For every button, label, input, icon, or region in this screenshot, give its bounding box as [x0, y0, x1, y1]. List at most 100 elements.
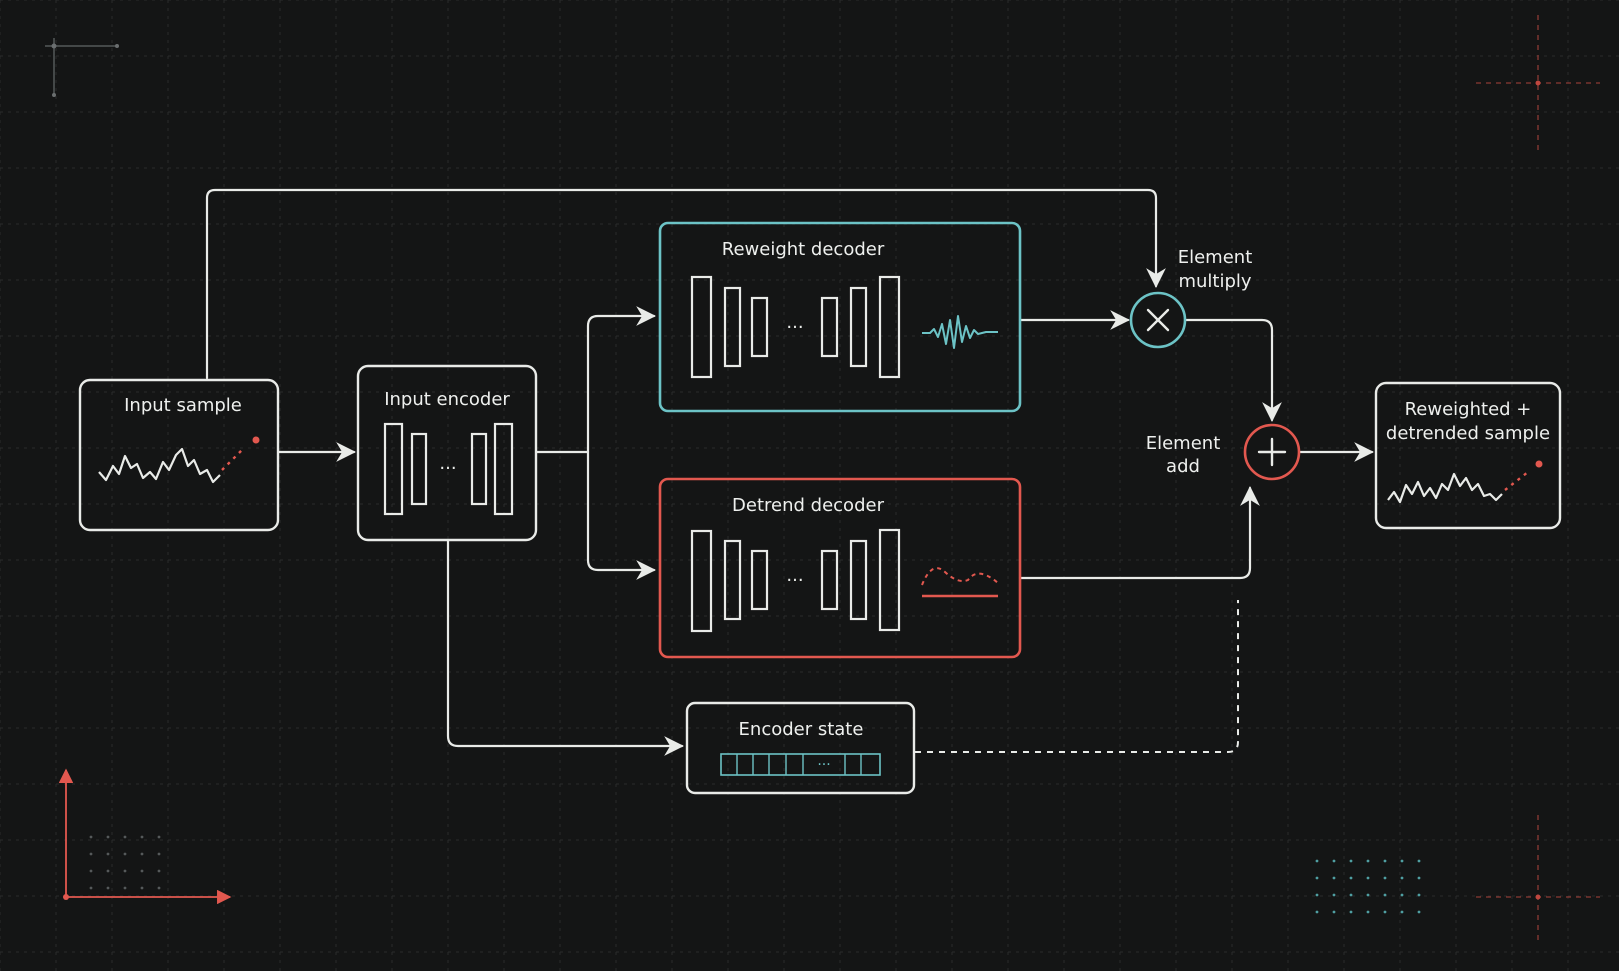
grid-dot: [89, 886, 93, 890]
detrend-decoder-node: Detrend decoder ···: [658, 477, 1022, 659]
svg-text:···: ···: [786, 317, 803, 338]
grid-dot: [1366, 893, 1370, 897]
grid-dot: [1417, 859, 1421, 863]
input-signal-icon: [98, 447, 221, 484]
grid-dot: [1400, 893, 1404, 897]
grid-dot: [123, 886, 127, 890]
corner-mark-top-right: [1476, 15, 1600, 155]
input-encoder-node: Input encoder ···: [356, 364, 538, 542]
plus-icon: [1257, 437, 1287, 467]
element-add-label-line1: Element: [1146, 433, 1221, 454]
encoder-state-label: Encoder state: [739, 719, 864, 740]
grid-dot: [157, 869, 161, 873]
input-encoder-label: Input encoder: [384, 389, 510, 410]
grid-dot: [1332, 893, 1336, 897]
grid-dot: [1383, 893, 1387, 897]
grid-dot: [1417, 876, 1421, 880]
grid-dot: [1366, 876, 1370, 880]
grid-dot: [89, 835, 93, 839]
grid-dot: [1400, 876, 1404, 880]
grid-dot: [1332, 876, 1336, 880]
output-signal-icon: [1387, 472, 1503, 504]
grid-dot: [157, 835, 161, 839]
svg-text:···: ···: [439, 458, 456, 479]
grid-dot: [1332, 859, 1336, 863]
output-label-line1: Reweighted +: [1405, 399, 1532, 420]
grid-dot: [1332, 910, 1336, 914]
grid-dot: [140, 886, 144, 890]
grid-dot: [1349, 876, 1353, 880]
wire-encoder-state-dashed: [915, 600, 1239, 753]
wire-to-reweight-decoder: [586, 306, 656, 454]
corner-mark-bottom-right: [1476, 815, 1600, 945]
grid-dot: [140, 835, 144, 839]
encoder-state-node: Encoder state ···: [685, 701, 916, 795]
reweight-decoder-node: Reweight decoder ···: [658, 221, 1022, 413]
grid-dot: [106, 869, 110, 873]
grid-dot: [1400, 910, 1404, 914]
element-add-label-line2: add: [1166, 456, 1200, 477]
wire-to-detrend-decoder: [586, 450, 656, 580]
forecast-end-dot: [252, 436, 260, 444]
grid-dot: [1315, 910, 1319, 914]
grid-dot: [1366, 859, 1370, 863]
trend-icon: [921, 567, 999, 586]
grid-dot: [1349, 859, 1353, 863]
encoder-layers-icon: ···: [383, 422, 514, 516]
element-multiply-node: Element multiply: [1129, 247, 1253, 349]
dot-grid-left: [89, 835, 161, 890]
grid-dot: [106, 886, 110, 890]
wavelet-icon: [922, 315, 998, 349]
output-forecast-end-dot: [1535, 460, 1543, 468]
reweight-decoder-label: Reweight decoder: [722, 239, 885, 260]
grid-dot: [123, 835, 127, 839]
grid-dot: [140, 852, 144, 856]
reweight-decoder-layers-icon: ···: [690, 275, 901, 379]
grid-dot: [1315, 859, 1319, 863]
grid-dot: [89, 852, 93, 856]
grid-dot: [1417, 910, 1421, 914]
detrend-decoder-label: Detrend decoder: [732, 495, 885, 516]
grid-dot: [157, 886, 161, 890]
input-forecast-dots: [221, 447, 245, 471]
output-forecast-dots: [1504, 471, 1529, 491]
output-sample-node: Reweighted + detrended sample: [1374, 381, 1562, 530]
grid-dot: [157, 852, 161, 856]
detrend-decoder-layers-icon: ···: [690, 528, 901, 633]
grid-dot: [123, 852, 127, 856]
element-multiply-label-line1: Element: [1178, 247, 1253, 268]
wire-detrend-to-add: [1018, 486, 1260, 580]
grid-dot: [1383, 876, 1387, 880]
grid-dot: [140, 869, 144, 873]
svg-text:···: ···: [786, 570, 803, 591]
wire-to-encoder-state: [446, 539, 684, 756]
grid-dot: [1400, 859, 1404, 863]
grid-dot: [1315, 893, 1319, 897]
input-sample-node: Input sample: [78, 378, 280, 532]
grid-dot: [1349, 910, 1353, 914]
state-ellipsis: ···: [817, 757, 830, 773]
grid-dot: [1383, 910, 1387, 914]
grid-dot: [1417, 893, 1421, 897]
grid-dot: [123, 869, 127, 873]
multiply-icon: [1146, 308, 1170, 332]
grid-dot: [1383, 859, 1387, 863]
skip-connection-wire: [205, 188, 1166, 380]
grid-dot: [1366, 910, 1370, 914]
element-add-node: Element add: [1146, 423, 1301, 481]
grid-dot: [89, 869, 93, 873]
input-sample-label: Input sample: [124, 395, 242, 416]
grid-dot: [106, 852, 110, 856]
axes-icon: [58, 768, 232, 905]
grid-dot: [1349, 893, 1353, 897]
wire-multiply-to-add: [1184, 318, 1282, 422]
dot-grid-right: [1315, 859, 1421, 914]
output-label-line2: detrended sample: [1386, 423, 1550, 444]
corner-mark-top-left: [45, 38, 119, 97]
element-multiply-label-line2: multiply: [1178, 271, 1251, 292]
grid-dot: [1315, 876, 1319, 880]
grid-dot: [106, 835, 110, 839]
